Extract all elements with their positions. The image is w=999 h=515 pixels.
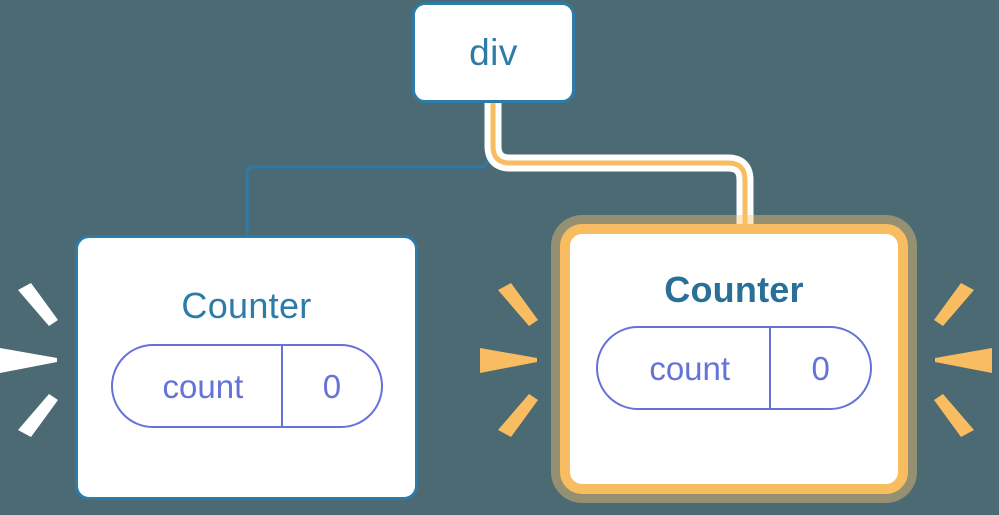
state-key-right: count bbox=[649, 349, 731, 387]
state-pill-right: count 0 bbox=[596, 326, 872, 410]
node-counter-right[interactable]: Counter count 0 bbox=[560, 224, 908, 494]
state-pill-left: count 0 bbox=[110, 344, 383, 428]
node-counter-left[interactable]: Counter count 0 bbox=[75, 235, 418, 500]
ray-orange-mid-lower bbox=[498, 394, 538, 437]
node-counter-left-label: Counter bbox=[181, 285, 312, 326]
ray-orange-mid-middle bbox=[480, 348, 537, 373]
ray-white-middle bbox=[0, 348, 57, 373]
ray-orange-right-middle bbox=[935, 348, 992, 373]
ray-orange-mid-upper bbox=[498, 283, 538, 326]
node-div-label: div bbox=[469, 32, 518, 73]
ray-white-lower bbox=[18, 394, 58, 437]
node-div[interactable]: div bbox=[412, 2, 575, 103]
edge-div-to-left-counter bbox=[245, 101, 489, 238]
ray-white-upper bbox=[18, 283, 58, 326]
ray-orange-right-upper bbox=[934, 283, 974, 326]
render-rays-right-orange bbox=[934, 283, 992, 437]
render-rays-left-white bbox=[0, 283, 58, 437]
ray-orange-right-lower bbox=[934, 394, 974, 437]
state-value-left: 0 bbox=[281, 346, 380, 426]
edge-div-to-right-counter bbox=[490, 103, 748, 240]
state-key-left: count bbox=[162, 367, 244, 405]
render-rays-middle-orange bbox=[480, 283, 538, 437]
state-value-right: 0 bbox=[769, 328, 870, 408]
node-counter-right-label: Counter bbox=[664, 269, 804, 310]
edge-div-to-right-counter-halo bbox=[484, 103, 754, 240]
